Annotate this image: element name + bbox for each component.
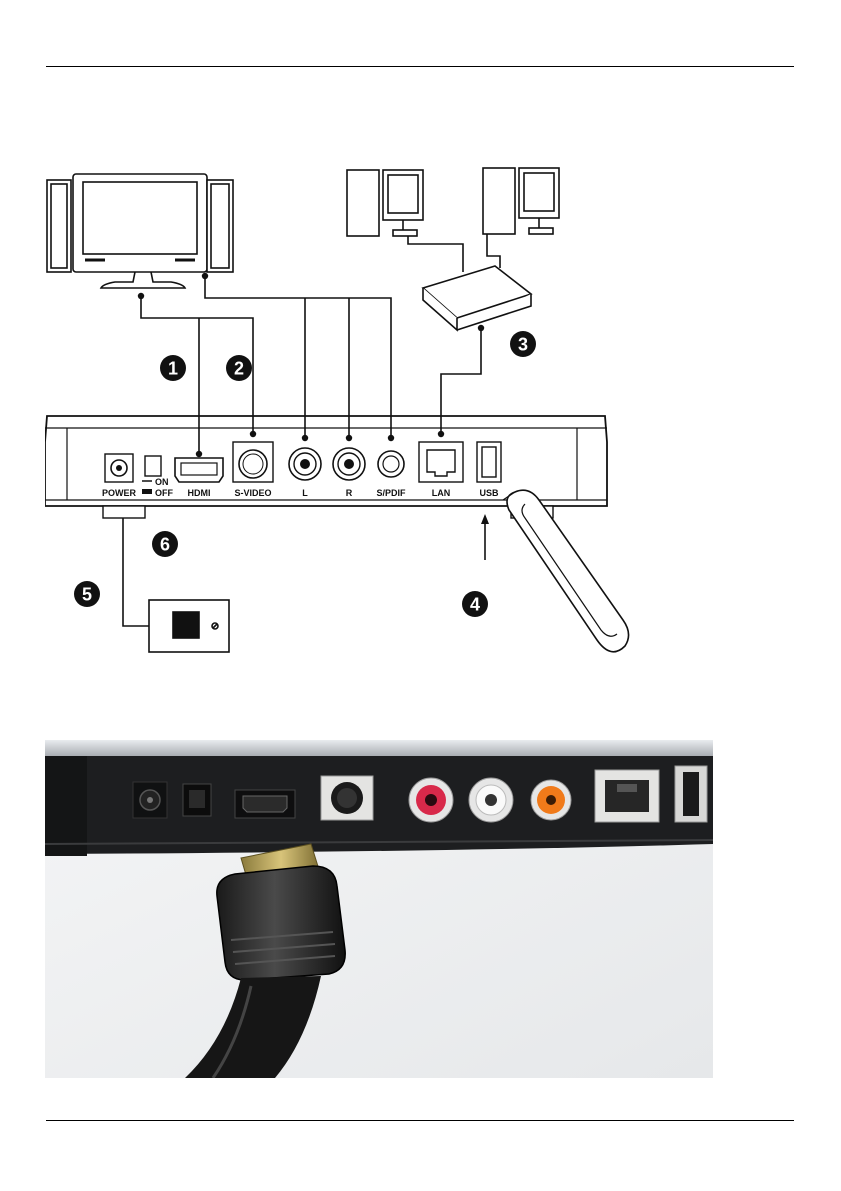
hdmi-port-icon [175, 458, 223, 482]
usb-port-icon [477, 442, 501, 482]
svg-text:4: 4 [470, 595, 480, 615]
port-label-lan: LAN [432, 488, 451, 498]
spdif-port-icon [378, 451, 404, 477]
top-rule [46, 66, 794, 67]
port-label-hdmi: HDMI [188, 488, 211, 498]
port-label-on: ON [155, 477, 169, 487]
svg-text:2: 2 [234, 359, 244, 379]
port-label-svideo: S-VIDEO [234, 488, 271, 498]
callout-5: 5 [74, 581, 100, 607]
callout-3: 3 [510, 331, 536, 357]
connection-diagram: POWER ON OFF HDMI S-VIDEO L R S/PDIF LAN… [45, 160, 630, 656]
port-label-power: POWER [102, 488, 137, 498]
ethernet-cables [408, 234, 500, 272]
svg-text:6: 6 [160, 535, 170, 555]
power-adapter-illustration [149, 600, 229, 652]
callout-6: 6 [152, 531, 178, 557]
port-label-audio-r: R [346, 488, 353, 498]
usb-stick-illustration [481, 490, 629, 652]
svg-text:1: 1 [168, 359, 178, 379]
port-label-usb: USB [479, 488, 499, 498]
callout-2: 2 [226, 355, 252, 381]
network-switch-illustration [423, 266, 531, 330]
callout-4: 4 [462, 591, 488, 617]
rear-panel-photo [45, 740, 713, 1078]
port-label-spdif: S/PDIF [376, 488, 406, 498]
port-label-off: OFF [155, 488, 173, 498]
computer-illustration [347, 168, 559, 236]
tv-monitor-illustration [47, 174, 233, 288]
port-label-audio-l: L [302, 488, 308, 498]
bottom-rule [46, 1120, 794, 1121]
power-switch-icon [145, 456, 161, 476]
callout-1: 1 [160, 355, 186, 381]
svg-text:3: 3 [518, 335, 528, 355]
svg-text:5: 5 [82, 585, 92, 605]
